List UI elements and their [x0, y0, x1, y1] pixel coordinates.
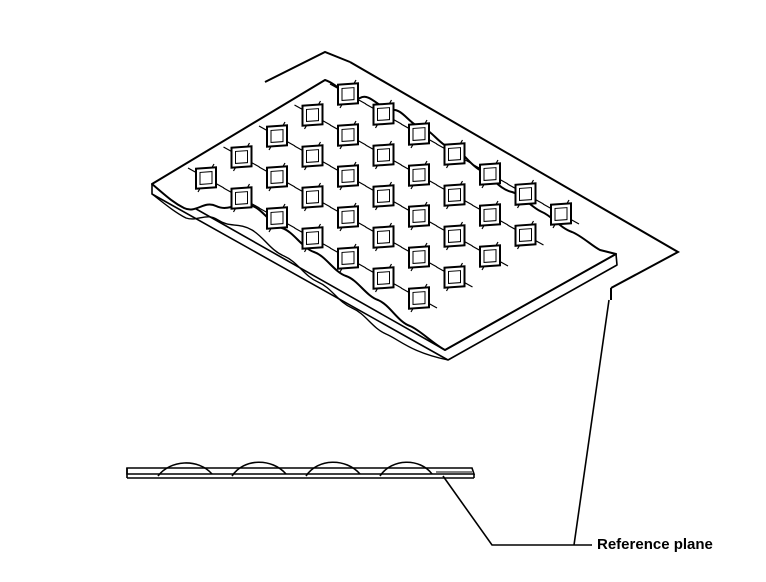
- component-pad: [329, 202, 367, 232]
- component-pad: [436, 262, 473, 292]
- reference-plane-leader-lines: [442, 299, 610, 546]
- component-pad: [400, 242, 438, 272]
- component-pad: [365, 263, 402, 293]
- component-pad: [471, 241, 509, 271]
- component-pad: [400, 283, 438, 313]
- component-pad: [329, 243, 367, 273]
- component-pad: [436, 221, 473, 251]
- board-wave-edge: [151, 193, 449, 361]
- component-pad: [365, 181, 402, 211]
- component-pad: [294, 141, 331, 171]
- component-pad: [187, 163, 225, 193]
- board-side-view: [126, 461, 476, 479]
- component-pad: [542, 199, 580, 229]
- reference-plane-label: Reference plane: [597, 536, 713, 553]
- component-pad: [365, 222, 402, 252]
- component-pad: [329, 161, 367, 191]
- component-pad: [471, 159, 509, 189]
- component-pad: [507, 220, 544, 250]
- component-pad: [365, 140, 402, 170]
- component-pad: [258, 121, 296, 151]
- pad-grid: [187, 79, 580, 313]
- component-pad: [329, 120, 367, 150]
- component-pad: [436, 180, 473, 210]
- component-pad: [223, 142, 260, 172]
- component-pad: [294, 182, 331, 212]
- reference-plane: [264, 50, 681, 300]
- component-pad: [223, 183, 260, 213]
- component-pad: [294, 223, 331, 253]
- component-pad: [258, 203, 296, 233]
- component-pad: [400, 119, 438, 149]
- component-pad: [400, 160, 438, 190]
- component-pad: [471, 200, 509, 230]
- component-pad: [507, 179, 544, 209]
- component-pad: [258, 162, 296, 192]
- component-pad: [365, 99, 402, 129]
- component-pad: [436, 139, 473, 169]
- component-pad: [329, 79, 367, 109]
- component-pad: [294, 100, 331, 130]
- component-pad: [400, 201, 438, 231]
